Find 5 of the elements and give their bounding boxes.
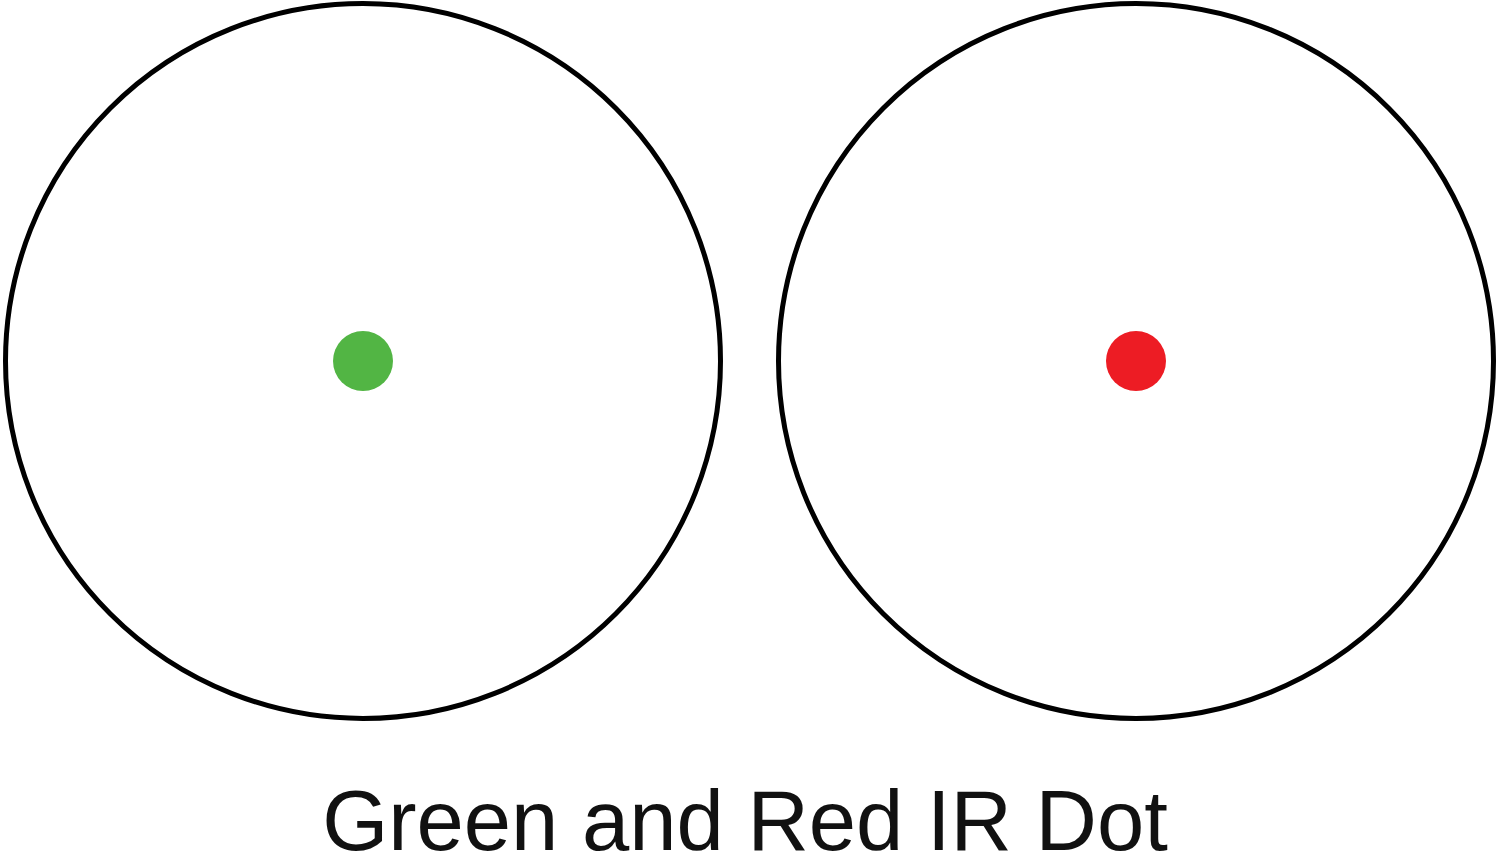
caption: Green and Red IR Dot [322,788,1168,854]
dot-icon [333,331,393,391]
dot-icon [1106,331,1166,391]
reticle-circle [776,1,1496,721]
reticle-circle [3,1,723,721]
